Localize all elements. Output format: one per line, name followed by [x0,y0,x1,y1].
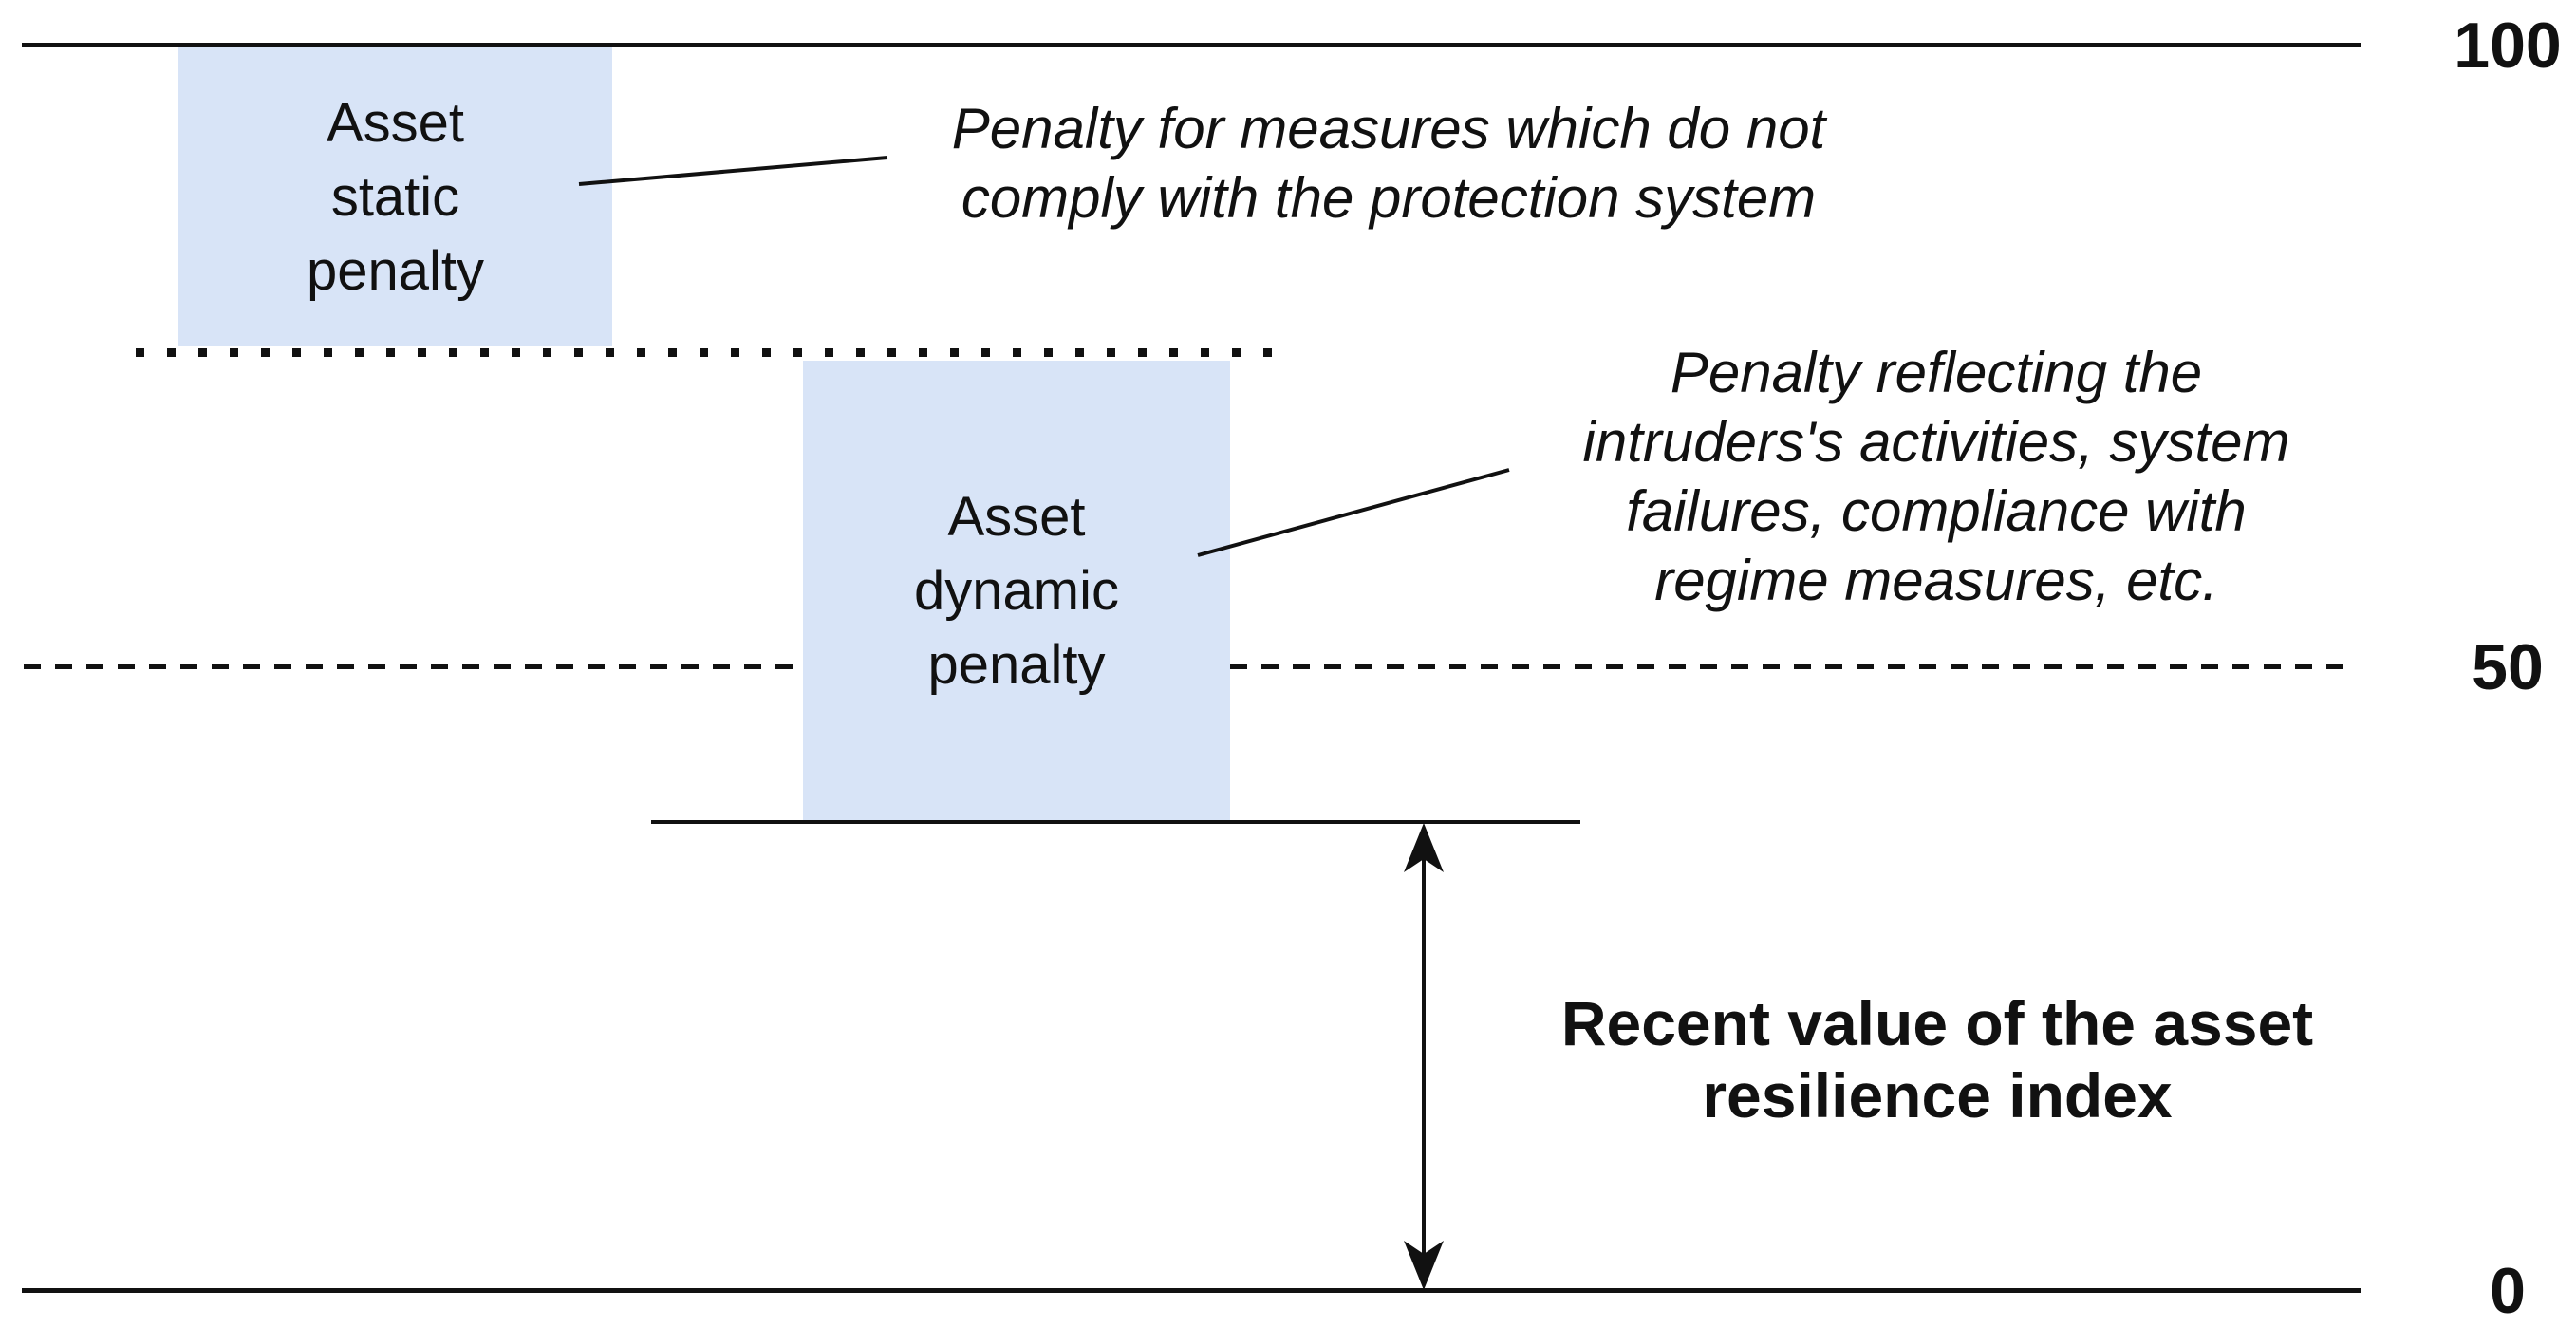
current-index-level-line [651,820,1580,824]
recent-value-label-line2: resilience index [1702,1060,2173,1131]
recent-value-label: Recent value of the asset resilience ind… [1463,987,2412,1131]
dynamic-note-line3: failures, compliance with [1626,479,2247,543]
dynamic-penalty-note: Penalty reflecting the intruders's activ… [1376,338,2496,615]
mid-level-dashed-line-left [24,664,802,669]
static-box-label-line3: penalty [306,239,485,302]
dynamic-note-callout-line [1197,468,1510,557]
axis-label-100: 100 [2454,9,2562,82]
static-penalty-note: Penalty for measures which do not comply… [900,94,1877,233]
dynamic-box-label-line2: dynamic [914,560,1119,622]
static-box-label-line1: Asset [326,91,465,154]
dynamic-penalty-box: Asset dynamic penalty [803,361,1230,822]
top-boundary-line [22,43,2361,47]
recent-value-label-line1: Recent value of the asset [1560,988,2314,1058]
dynamic-note-line4: regime measures, etc. [1654,549,2218,612]
static-penalty-level-dotted-line [136,348,1272,357]
static-box-label-line2: static [330,165,460,228]
mid-level-dashed-line-right [1230,664,2344,669]
dynamic-box-label-line1: Asset [947,486,1086,548]
static-penalty-box: Asset static penalty [178,47,612,346]
arrowhead-down-icon [1404,1241,1444,1290]
dynamic-box-label-line3: penalty [927,634,1106,696]
axis-label-50: 50 [2472,631,2544,703]
axis-label-0: 0 [2490,1255,2526,1327]
bottom-boundary-line [22,1288,2361,1293]
arrowhead-up-icon [1404,823,1444,872]
dynamic-note-line1: Penalty reflecting the [1670,341,2203,404]
dynamic-note-line2: intruders's activities, system [1582,410,2290,474]
static-note-line1: Penalty for measures which do not [951,97,1826,160]
static-note-line2: comply with the protection system [961,166,1817,230]
static-note-callout-line [578,156,888,186]
